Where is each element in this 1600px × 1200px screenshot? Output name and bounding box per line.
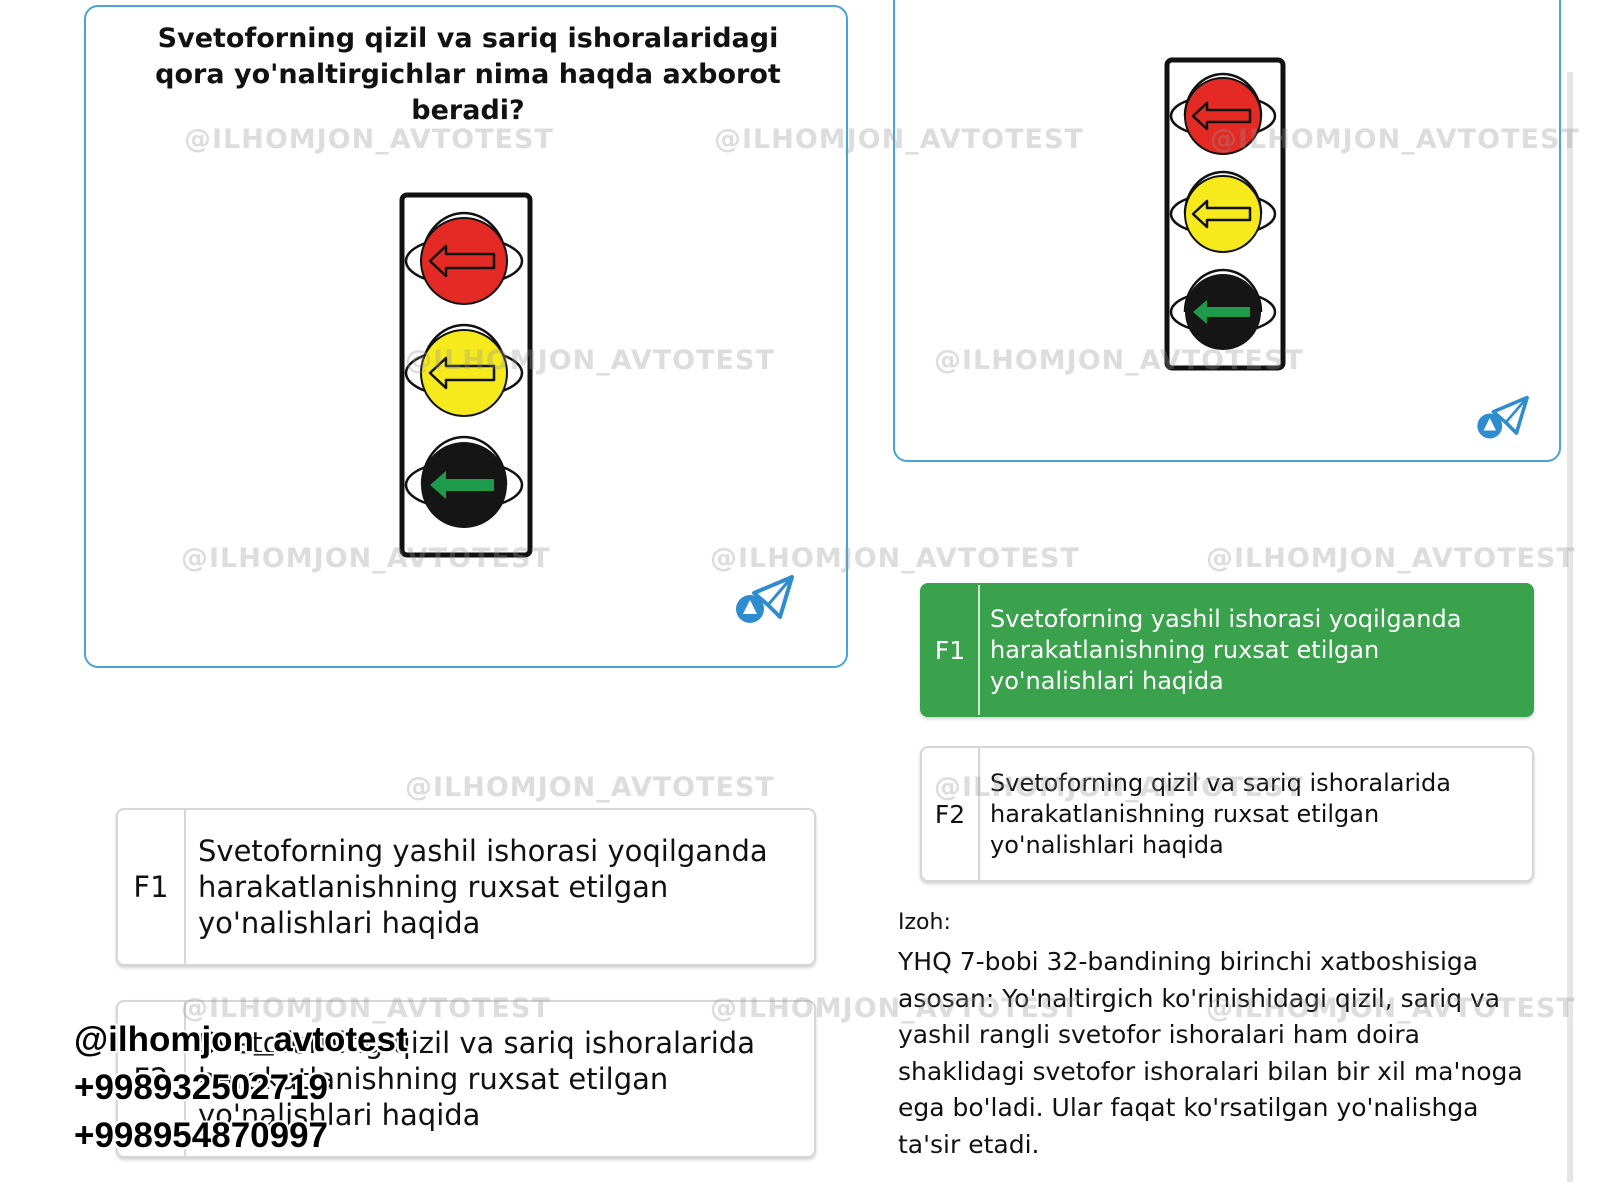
answer-text: Svetoforning qizil va sariq ishoralarida… xyxy=(198,1026,755,1132)
explanation-title: Izoh: xyxy=(898,910,951,935)
watermark: @ILHOMJON_AVTOTEST xyxy=(405,772,775,803)
answer-option-f2[interactable]: F2 Svetoforning qizil va sariq ishoralar… xyxy=(920,746,1534,882)
contact-handle: @ilhomjon_avtotest xyxy=(74,1020,408,1059)
answer-text: Svetoforning qizil va sariq ishoralarida… xyxy=(990,768,1451,859)
yellow-light xyxy=(1169,170,1277,253)
answer-text: Svetoforning yashil ishorasi yoqilganda … xyxy=(990,604,1462,695)
arrow-left-outline-icon xyxy=(1191,199,1252,229)
arrow-left-outline-icon xyxy=(428,356,496,390)
traffic-light-image xyxy=(399,192,533,558)
green-arrow-light xyxy=(1169,268,1277,350)
question-card-duplicate xyxy=(893,0,1561,462)
question-card: Svetoforning qizil va sariq ishoralarida… xyxy=(84,5,848,668)
answer-number: F1 xyxy=(922,585,980,715)
telegram-logo-icon xyxy=(1477,395,1529,439)
green-arrow-light xyxy=(404,435,524,528)
red-light xyxy=(404,211,524,305)
yellow-light xyxy=(404,323,524,417)
answer-number: F1 xyxy=(118,810,186,964)
answer-option-f2[interactable]: F2 Svetoforning qizil va sariq ishoralar… xyxy=(116,1000,816,1158)
answer-number: F2 xyxy=(922,748,980,880)
contact-phone-2: +998954870997 xyxy=(74,1116,329,1155)
answer-text: Svetoforning yashil ishorasi yoqilganda … xyxy=(198,834,768,940)
telegram-logo-icon xyxy=(736,575,794,623)
contact-phone-1: +998932502719 xyxy=(74,1068,329,1107)
question-text: Svetoforning qizil va sariq ishoralarida… xyxy=(155,23,781,126)
answer-option-f1-correct[interactable]: F1 Svetoforning yashil ishorasi yoqilgan… xyxy=(920,583,1534,717)
red-light xyxy=(1169,72,1277,155)
arrow-left-green-icon xyxy=(430,471,494,499)
answer-number: F2 xyxy=(118,1002,186,1156)
answer-option-f1[interactable]: F1 Svetoforning yashil ishorasi yoqilgan… xyxy=(116,808,816,966)
contact-overlay: @ilhomjon_avtotest +998932502719 +998954… xyxy=(74,1016,408,1160)
explanation-text: YHQ 7-bobi 32-bandining birinchi xatbosh… xyxy=(898,947,1523,1159)
traffic-light-image xyxy=(1164,57,1286,371)
arrow-left-green-icon xyxy=(1193,300,1250,324)
watermark: @ILHOMJON_AVTOTEST xyxy=(1206,543,1576,574)
arrow-left-outline-icon xyxy=(1191,101,1252,131)
scroll-divider xyxy=(1567,72,1573,1182)
arrow-left-outline-icon xyxy=(428,244,496,278)
